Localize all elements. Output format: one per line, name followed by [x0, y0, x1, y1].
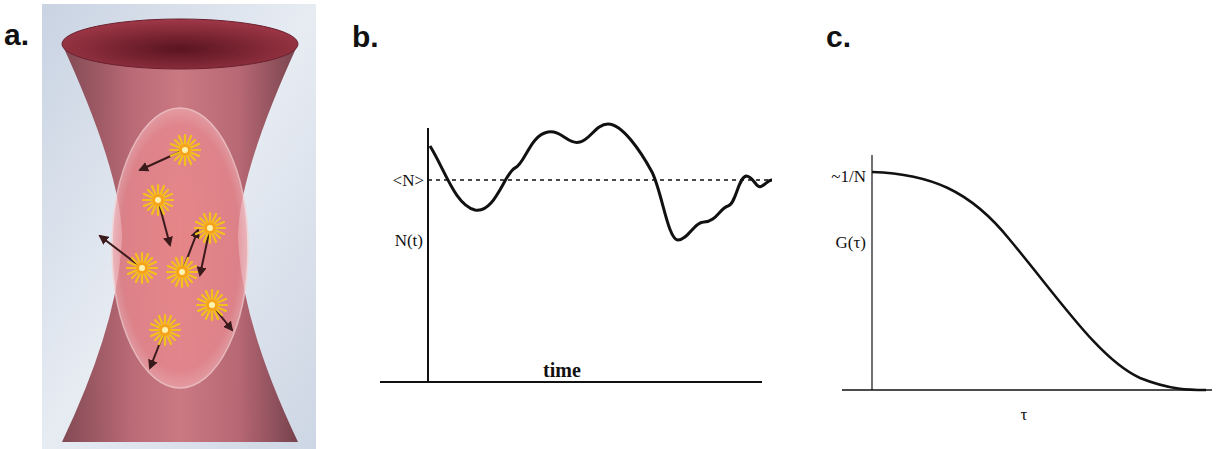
mean-label: <N> [393, 172, 424, 189]
panel-letter: b. [352, 22, 379, 52]
panel-letter: a. [4, 20, 29, 50]
panel-letter: c. [826, 22, 851, 52]
axis-value: ~1/N [831, 168, 866, 185]
axis-title: G(τ) [836, 234, 866, 251]
axis-title: N(t) [395, 232, 423, 249]
axis-title: time [543, 360, 581, 380]
axis-title: τ [1021, 406, 1028, 423]
